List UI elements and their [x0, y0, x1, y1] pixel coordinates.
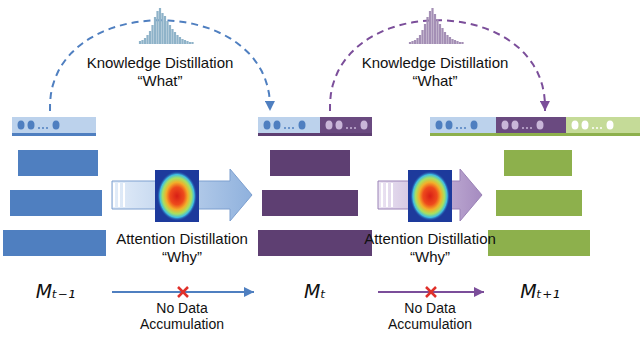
edge-label: No Data Accumulation	[126, 300, 238, 332]
blocked-mark	[178, 287, 188, 297]
edge-label: Knowledge Distillation “What”	[349, 54, 521, 90]
classifier-head	[496, 117, 566, 133]
network-layers	[256, 112, 374, 262]
classifier-head	[12, 117, 96, 133]
model-column: Mₜ₋₁	[3, 112, 108, 302]
model-label: Mₜ₊₁	[486, 112, 594, 302]
layer-bar	[504, 150, 572, 176]
classifier-head	[430, 117, 496, 133]
model-column: Mₜ₊₁	[486, 112, 594, 302]
edge-label: Attention Distillation “Why”	[346, 230, 514, 266]
classifier-head	[258, 117, 320, 133]
model-label: Mₜ	[256, 112, 374, 302]
model-column: Mₜ	[256, 112, 374, 302]
head-base	[258, 133, 372, 136]
layer-bar	[10, 190, 102, 216]
classifier-head	[320, 117, 372, 133]
layer-bar	[258, 230, 372, 256]
connector-group	[378, 169, 482, 221]
layer-bar	[270, 150, 350, 176]
edge-label: Attention Distillation “Why”	[98, 230, 266, 266]
edge-label: No Data Accumulation	[374, 300, 486, 332]
connector-group	[112, 169, 252, 221]
head-base	[430, 133, 640, 136]
model-label: Mₜ₋₁	[3, 112, 108, 302]
network-layers	[486, 112, 594, 262]
histogram	[140, 8, 193, 44]
histogram	[410, 8, 463, 44]
layer-bar	[488, 230, 590, 256]
classifier-head	[566, 117, 640, 133]
attention-heatmap	[408, 170, 452, 222]
layer-bar	[18, 150, 98, 176]
connector-group	[112, 287, 254, 297]
blocked-mark	[426, 287, 436, 297]
edge-label: Knowledge Distillation “What”	[74, 54, 246, 90]
attention-arrow	[112, 169, 252, 221]
network-layers	[3, 112, 108, 262]
layer-bar	[3, 230, 106, 256]
layer-bar	[496, 190, 582, 216]
connector-group	[378, 287, 484, 297]
layer-bar	[262, 190, 358, 216]
head-base	[12, 133, 96, 136]
attention-heatmap	[155, 170, 199, 222]
attention-arrow	[378, 169, 482, 221]
